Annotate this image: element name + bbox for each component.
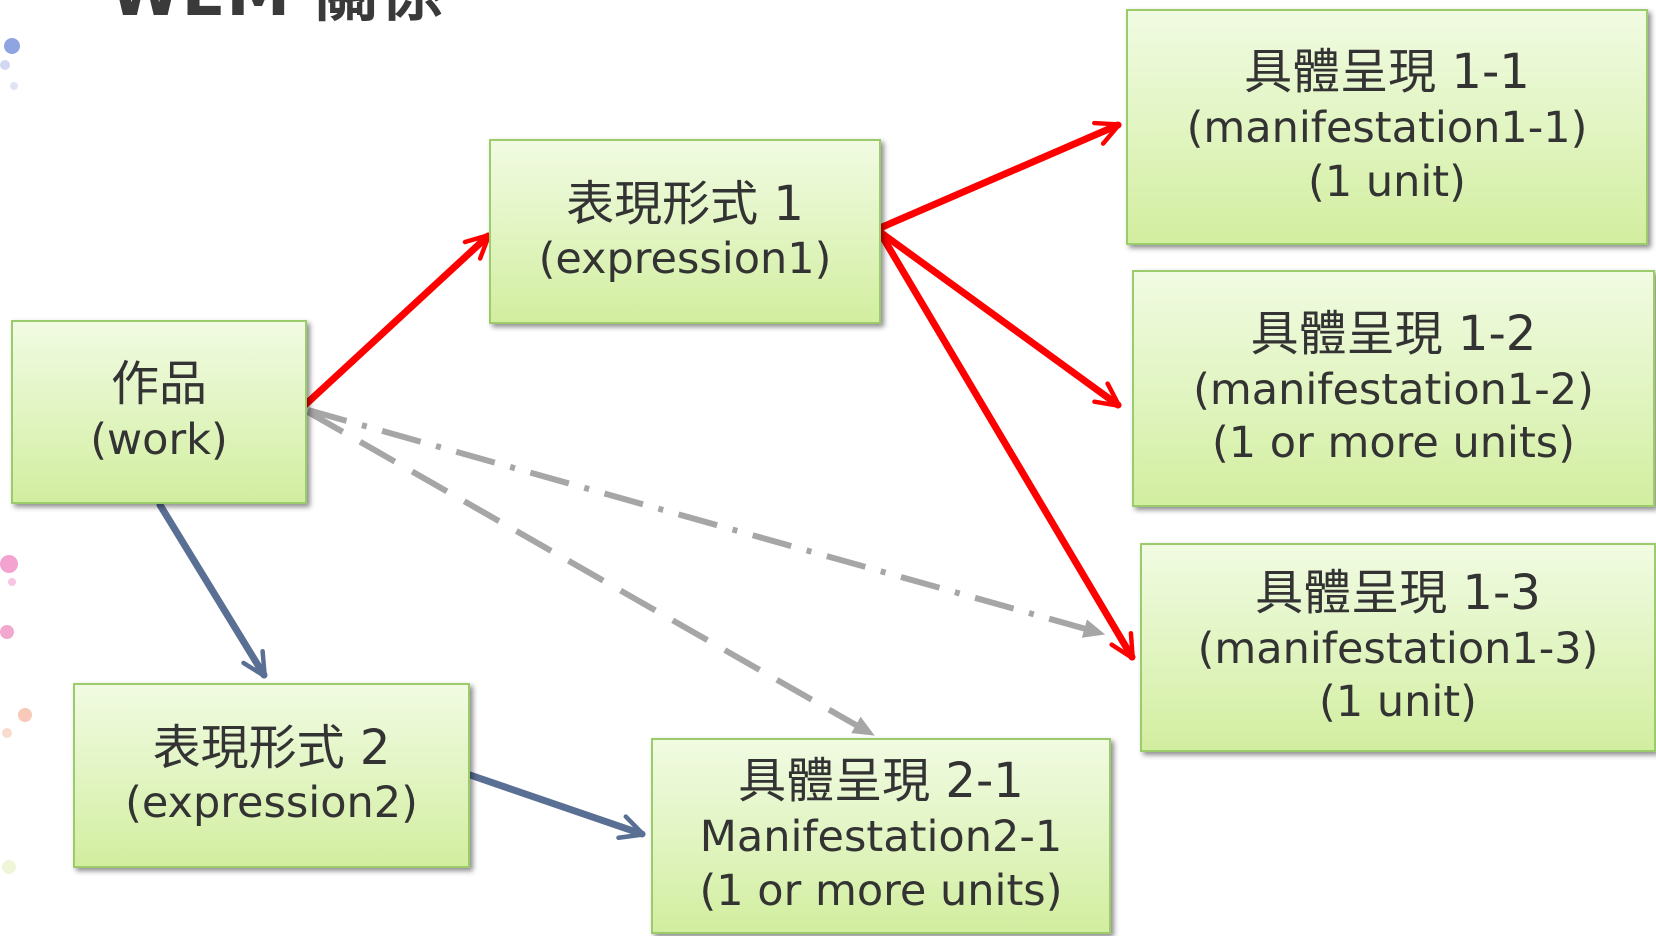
node-manifestation13-name: 具體呈現 1-3 — [1255, 564, 1541, 621]
node-work-name: 作品 — [110, 356, 207, 413]
decor-dot — [0, 625, 14, 639]
node-manifestation21-name: 具體呈現 2-1 — [738, 753, 1024, 810]
node-manifestation21: 具體呈現 2-1 Manifestation2-1 (1 or more uni… — [651, 738, 1111, 934]
node-manifestation13-sub: (manifestation1-3) — [1197, 623, 1599, 674]
arrow-work-to-manifestation13 — [307, 407, 1106, 638]
node-manifestation11-name: 具體呈現 1-1 — [1244, 44, 1530, 101]
arrow-work-to-manifestation21 — [306, 409, 875, 736]
node-work-sub: (work) — [90, 414, 228, 465]
decor-dot — [18, 708, 32, 722]
node-work: 作品 (work) — [11, 320, 307, 504]
node-expression1-name: 表現形式 1 — [566, 175, 804, 232]
decor-dot — [2, 728, 12, 738]
decor-dot — [4, 38, 20, 54]
node-expression2: 表現形式 2 (expression2) — [73, 683, 470, 868]
arrow-expression1-to-manifestation12 — [876, 228, 1122, 409]
node-manifestation12: 具體呈現 1-2 (manifestation1-2) (1 or more u… — [1132, 270, 1655, 507]
arrow-expression2-to-manifestation21 — [466, 771, 646, 841]
node-manifestation21-sub: Manifestation2-1 — [699, 812, 1063, 863]
node-expression2-sub: (expression2) — [125, 778, 418, 829]
decor-dot — [8, 578, 16, 586]
node-manifestation12-name: 具體呈現 1-2 — [1250, 305, 1537, 362]
node-manifestation11-units: (1 unit) — [1308, 156, 1466, 207]
node-expression1: 表現形式 1 (expression1) — [489, 139, 881, 324]
node-manifestation13-units: (1 unit) — [1319, 677, 1477, 728]
decor-dot — [0, 555, 18, 573]
node-manifestation11: 具體呈現 1-1 (manifestation1-1) (1 unit) — [1126, 9, 1648, 245]
page-title: WEM 關係 — [110, 0, 444, 26]
node-manifestation12-sub: (manifestation1-2) — [1193, 364, 1594, 415]
arrow-work-to-expression1 — [301, 232, 492, 409]
node-expression1-sub: (expression1) — [538, 234, 832, 285]
arrow-expression1-to-manifestation11 — [876, 120, 1122, 232]
decor-dot — [2, 860, 16, 874]
node-expression2-name: 表現形式 2 — [152, 719, 391, 776]
decor-dot — [0, 60, 10, 70]
arrow-expression1-to-manifestation13 — [878, 232, 1136, 661]
node-manifestation21-units: (1 or more units) — [699, 865, 1063, 916]
node-manifestation13: 具體呈現 1-3 (manifestation1-3) (1 unit) — [1140, 543, 1656, 752]
arrow-work-to-expression2 — [156, 501, 268, 679]
node-manifestation11-sub: (manifestation1-1) — [1186, 103, 1588, 154]
node-manifestation12-units: (1 or more units) — [1211, 418, 1575, 469]
decor-dot — [10, 82, 18, 90]
